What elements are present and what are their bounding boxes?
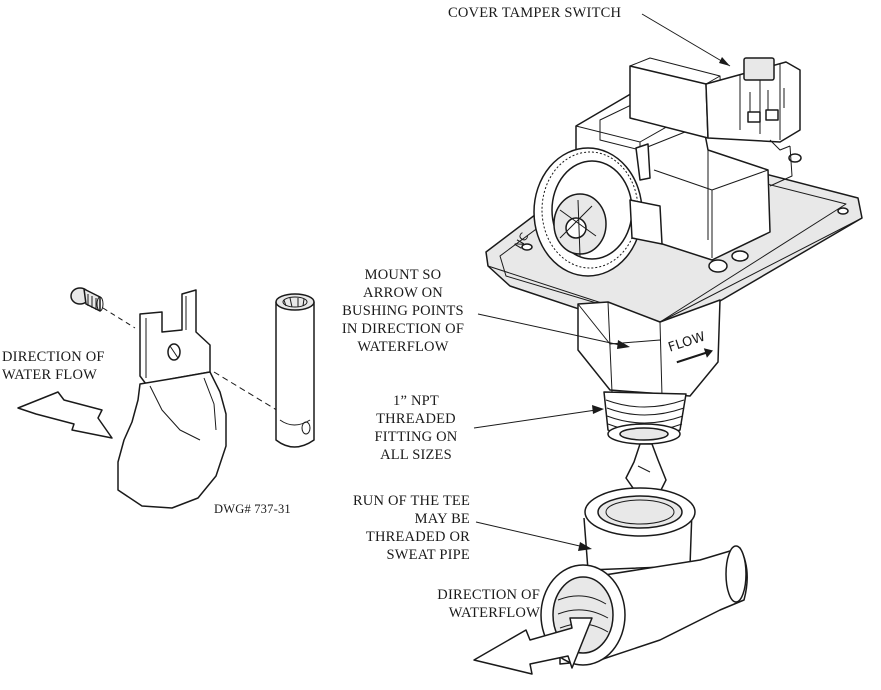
mount-line-4: IN DIRECTION OF [341, 321, 465, 337]
mount-line-5: WATERFLOW [357, 339, 449, 355]
tee-line-3: THREADED OR [365, 529, 470, 545]
npt-line-4: ALL SIZES [380, 447, 452, 463]
npt-threaded-fitting [603, 391, 687, 445]
npt-line-2: THREADED [376, 411, 456, 427]
run-of-tee-label: RUN OF THE TEE MAY BE THREADED OR SWEAT … [330, 492, 470, 564]
npt-line-1: 1” NPT [393, 393, 439, 409]
dir-right-line-1: DIRECTION OF [437, 587, 540, 603]
dir-right-line-2: WATERFLOW [448, 605, 540, 621]
npt-fitting-label: 1” NPT THREADED FITTING ON ALL SIZES [364, 392, 468, 464]
dir-left-line-2: WATER FLOW [2, 367, 98, 383]
water-flow-arrow-left [17, 391, 113, 439]
shaft-sleeve [275, 293, 315, 448]
cover-tamper-switch-label: COVER TAMPER SWITCH [448, 5, 622, 21]
paddle-blade [117, 371, 227, 509]
water-flow-arrow-right [473, 617, 593, 675]
paddle-bracket [139, 289, 211, 385]
mount-line-2: ARROW ON [363, 285, 443, 301]
flow-switch-assembly [473, 57, 863, 675]
direction-waterflow-label-right: DIRECTION OF WATERFLOW [420, 586, 540, 622]
bushing-housing [577, 299, 721, 397]
paddle-assembly-detail [17, 287, 315, 509]
tee-line-1: RUN OF THE TEE [352, 493, 470, 509]
drawing-number: DWG# 737-31 [214, 502, 291, 516]
retard-dial [533, 147, 643, 277]
npt-line-3: FITTING ON [374, 429, 458, 445]
dir-left-line-1: DIRECTION OF [2, 349, 105, 365]
leader-lines [473, 13, 731, 551]
direction-water-flow-label-left: DIRECTION OF WATER FLOW [2, 348, 105, 384]
tee-line-4: SWEAT PIPE [386, 547, 470, 563]
screw-icon [70, 287, 104, 312]
mount-line-3: BUSHING POINTS [342, 303, 464, 319]
mount-so-arrow-label: MOUNT SO ARROW ON BUSHING POINTS IN DIRE… [336, 266, 470, 356]
tee-line-2: MAY BE [414, 511, 470, 527]
mount-line-1: MOUNT SO [364, 267, 442, 283]
